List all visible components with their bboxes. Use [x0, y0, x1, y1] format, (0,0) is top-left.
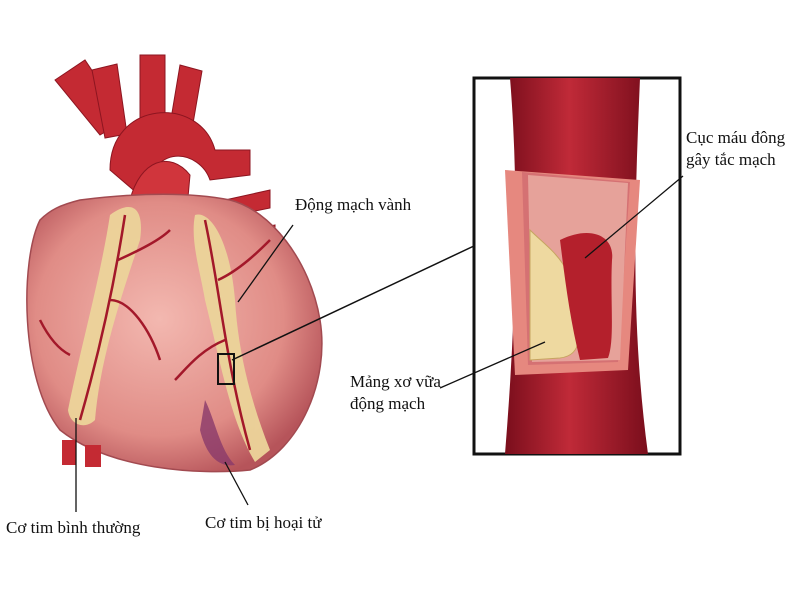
label-blood-clot-2: gây tắc mạch [686, 150, 776, 169]
coronary-fat [68, 207, 270, 462]
label-blood-clot-1: Cục máu đông [686, 128, 786, 147]
necrotic-area [200, 400, 235, 466]
leader-lines [75, 175, 684, 512]
zoom-marker [217, 353, 235, 385]
label-coronary-artery: Động mạch vành [295, 195, 412, 214]
label-necrotic-muscle: Cơ tim bị hoại tử [205, 513, 322, 532]
lower-vessels [62, 440, 101, 467]
connector-line [231, 244, 477, 361]
heart-body [26, 193, 323, 473]
label-plaque-1: Mảng xơ vữa [350, 372, 441, 391]
coronary-arteries [38, 214, 271, 451]
label-normal-muscle: Cơ tim bình thường [6, 518, 141, 537]
blood-clot [560, 232, 613, 360]
label-plaque-2: động mạch [350, 394, 426, 413]
artery-cross-section [505, 78, 648, 454]
